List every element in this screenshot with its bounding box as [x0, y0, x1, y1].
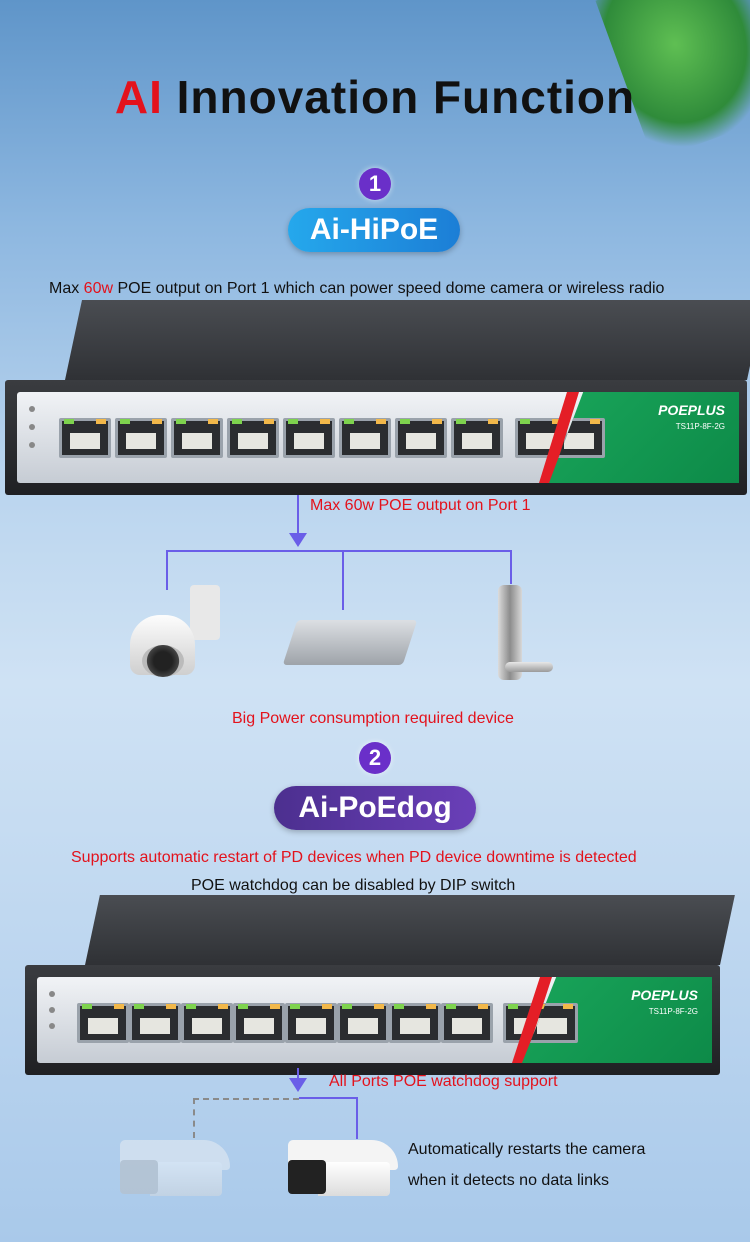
down-arrow-icon — [289, 1078, 307, 1092]
page-title: AI Innovation Function — [0, 70, 750, 124]
connector-line — [297, 1068, 299, 1080]
branch-line — [299, 1097, 357, 1099]
dashed-line — [193, 1098, 195, 1138]
feature-description: Max 60w POE output on Port 1 which can p… — [49, 280, 665, 297]
wireless-radio-image — [282, 620, 418, 665]
title-accent: AI — [114, 71, 163, 123]
title-rest: Innovation Function — [162, 71, 636, 123]
power-highlight: 60w — [83, 280, 114, 297]
status-led — [29, 442, 35, 448]
poe-switch-image: POEPLUS TS11P-8F-2G — [25, 895, 735, 1080]
feature-note: POE watchdog can be disabled by DIP swit… — [191, 877, 516, 894]
feature-name-pill: Ai-PoEdog — [274, 786, 476, 830]
poe-switch-image: POEPLUS TS11P-8F-2G — [5, 300, 750, 500]
camera-caption-line2: when it detects no data links — [408, 1172, 610, 1189]
camera-caption-line1: Automatically restarts the camera — [408, 1141, 646, 1158]
branch-line — [342, 550, 344, 610]
arrow-label: Max 60w POE output on Port 1 — [310, 497, 531, 514]
feature-description: Supports automatic restart of PD devices… — [71, 849, 637, 866]
branch-line — [166, 550, 168, 590]
status-led — [29, 406, 35, 412]
devices-caption: Big Power consumption required device — [232, 710, 514, 727]
branch-line — [356, 1097, 358, 1139]
down-arrow-icon — [289, 533, 307, 547]
branch-line — [510, 550, 512, 584]
switch-model: TS11P-8F-2G — [675, 422, 725, 431]
switch-brand: POEPLUS — [658, 402, 725, 418]
feature-number-badge: 2 — [359, 742, 391, 774]
arrow-label: All Ports POE watchdog support — [329, 1073, 558, 1090]
feature-name-pill: Ai-HiPoE — [288, 208, 460, 252]
switch-brand: POEPLUS — [631, 987, 698, 1003]
branch-line — [166, 550, 512, 552]
status-led — [29, 424, 35, 430]
switch-model: TS11P-8F-2G — [648, 1007, 698, 1016]
feature-number-badge: 1 — [359, 168, 391, 200]
dashed-line — [193, 1098, 299, 1100]
connector-line — [297, 495, 299, 535]
door-lock-handle — [505, 662, 553, 672]
